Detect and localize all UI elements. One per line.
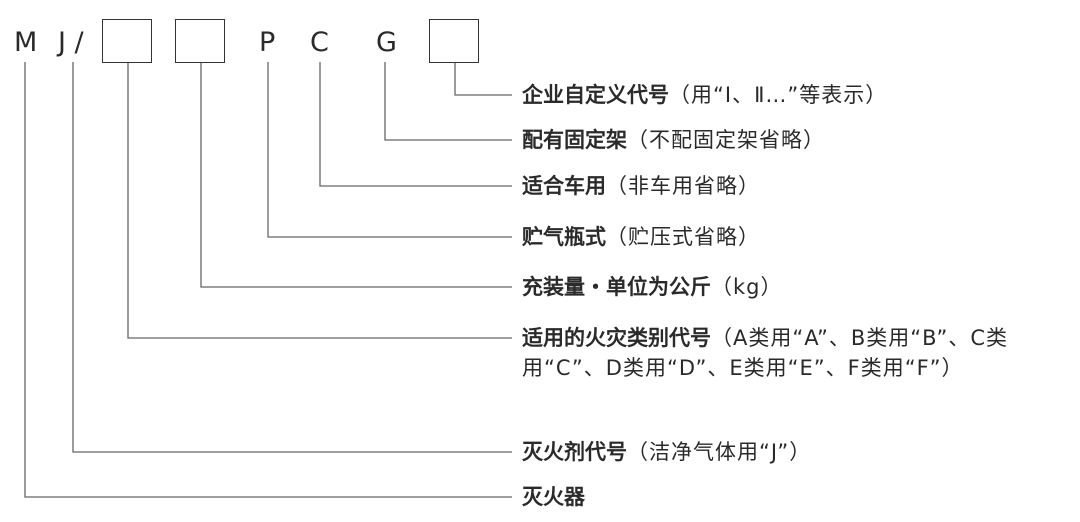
leader-fire-class	[127, 62, 512, 339]
desc-vehicle-note: （非车用省略）	[606, 174, 760, 198]
desc-custom-code: 企业自定义代号（用“Ⅰ、Ⅱ…”等表示）	[522, 80, 887, 110]
desc-custom-code-main: 企业自定义代号	[522, 83, 669, 107]
desc-cartridge-main: 贮气瓶式	[522, 225, 606, 249]
desc-charge-note: （kg）	[711, 275, 783, 299]
code-box-custom	[429, 19, 479, 63]
code-box-fire-class	[102, 19, 152, 63]
desc-fixed-bracket-note: （不配固定架省略）	[627, 128, 825, 152]
desc-vehicle-main: 适合车用	[522, 174, 606, 198]
desc-extinguisher: 灭火器	[522, 482, 585, 512]
desc-extinguisher-main: 灭火器	[522, 485, 585, 509]
desc-fire-class: 适用的火灾类别代号（A类用“A”、B类用“B”、C类用“C”、D类用“D”、E类…	[522, 323, 1080, 383]
desc-fixed-bracket: 配有固定架（不配固定架省略）	[522, 125, 825, 155]
desc-cartridge-note: （贮压式省略）	[606, 225, 760, 249]
desc-fire-class-note: （A类用“A”、B类用“B”、C类用“C”、D类用“D”、E类用“E”、F类用“…	[522, 326, 1008, 380]
desc-custom-code-note: （用“Ⅰ、Ⅱ…”等表示）	[669, 83, 888, 107]
code-letter-g: G	[376, 27, 397, 58]
desc-charge: 充装量・单位为公斤（kg）	[522, 272, 783, 302]
desc-vehicle: 适合车用（非车用省略）	[522, 171, 760, 201]
code-letter-c: C	[310, 27, 329, 58]
code-letter-j-slash: J /	[58, 27, 84, 58]
leader-agent	[72, 62, 512, 453]
desc-fire-class-main: 适用的火灾类别代号	[522, 326, 711, 350]
leader-vehicle	[319, 62, 512, 187]
leader-charge	[200, 62, 512, 288]
desc-fixed-bracket-main: 配有固定架	[522, 128, 627, 152]
desc-agent-note: （洁净气体用“J”）	[627, 440, 812, 464]
code-letter-p: P	[259, 27, 276, 58]
leader-extinguisher	[24, 62, 512, 498]
desc-cartridge: 贮气瓶式（贮压式省略）	[522, 222, 760, 252]
leader-custom-code	[454, 62, 512, 96]
desc-agent-main: 灭火剂代号	[522, 440, 627, 464]
desc-agent: 灭火剂代号（洁净气体用“J”）	[522, 437, 811, 467]
code-letter-m: M	[14, 27, 38, 58]
leader-cartridge	[267, 62, 512, 238]
desc-charge-main: 充装量・单位为公斤	[522, 275, 711, 299]
code-box-charge	[175, 19, 225, 63]
leader-fixed-bracket	[384, 62, 512, 141]
